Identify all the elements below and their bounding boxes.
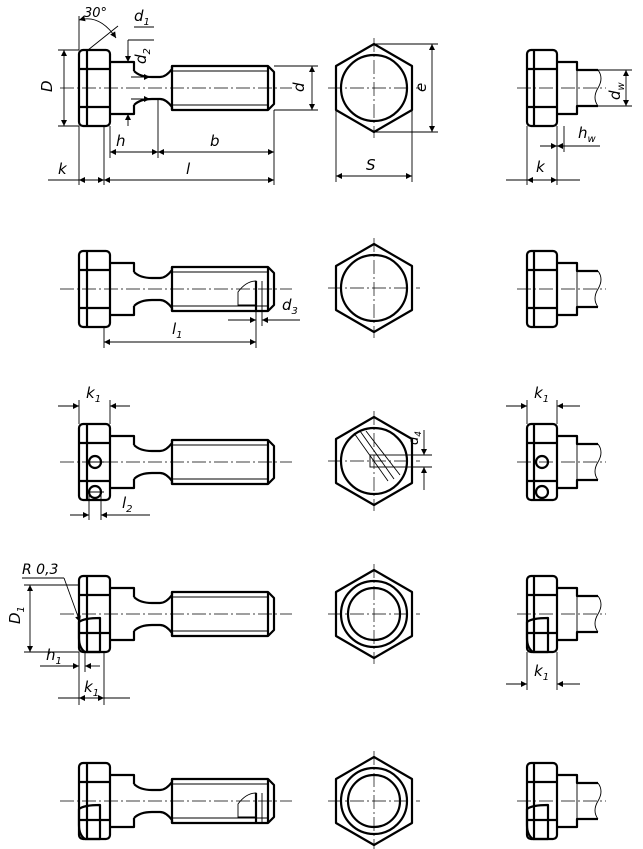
bolt-small-view-1 (515, 48, 608, 128)
label-k1-row4: k1 (84, 678, 99, 699)
label-d: d (290, 82, 308, 92)
label-hw: hw (578, 124, 597, 145)
dimensions-row-3: k1 l2 d4 k1 (58, 384, 580, 520)
label-dw: dw (606, 81, 627, 100)
label-R: R 0,3 (22, 562, 58, 578)
label-d4: d4 (407, 431, 424, 445)
bolt-side-view-1 (58, 48, 294, 128)
label-k1-row4-small: k1 (534, 662, 549, 683)
bolt-end-view-4 (326, 562, 422, 666)
label-l2: l2 (122, 494, 133, 515)
label-angle: 30° (84, 6, 107, 21)
label-l1: l1 (172, 320, 183, 341)
label-e: e (412, 83, 430, 92)
bolt-end-view-2 (326, 236, 422, 340)
dimensions-row-1: 30° D d1 d2 d h b k l (38, 6, 632, 185)
label-d1: d1 (134, 7, 150, 28)
bolt-side-view-2 (58, 249, 294, 329)
bolt-small-view-2 (515, 249, 608, 329)
dimensions-row-2: l1 d3 (103, 296, 300, 348)
label-k1-row3-small: k1 (534, 384, 549, 405)
label-D1: D1 (6, 606, 27, 624)
bolt-side-view-5 (58, 761, 294, 841)
label-h1: h1 (46, 646, 62, 667)
label-d3: d3 (282, 296, 298, 317)
bolt-small-view-5 (515, 761, 608, 841)
bolt-side-view-3 (58, 422, 294, 502)
label-h: h (116, 132, 126, 150)
label-l: l (186, 160, 191, 178)
bolt-end-view-3 (328, 411, 420, 511)
label-k-small: k (536, 158, 546, 176)
label-d2: d2 (132, 48, 153, 64)
bolt-small-view-4 (515, 574, 608, 654)
dimensions-row-4: R 0,3 D1 h1 k1 k1 (6, 562, 580, 705)
label-k1-row3: k1 (86, 384, 101, 405)
bolt-end-view-1 (326, 36, 422, 140)
bolt-side-view-4 (58, 574, 294, 654)
label-b: b (210, 132, 220, 150)
bolt-end-view-5 (326, 749, 422, 849)
label-k: k (58, 160, 68, 178)
label-S: S (366, 156, 376, 174)
bolt-small-view-3 (515, 422, 608, 502)
label-D: D (38, 80, 56, 92)
